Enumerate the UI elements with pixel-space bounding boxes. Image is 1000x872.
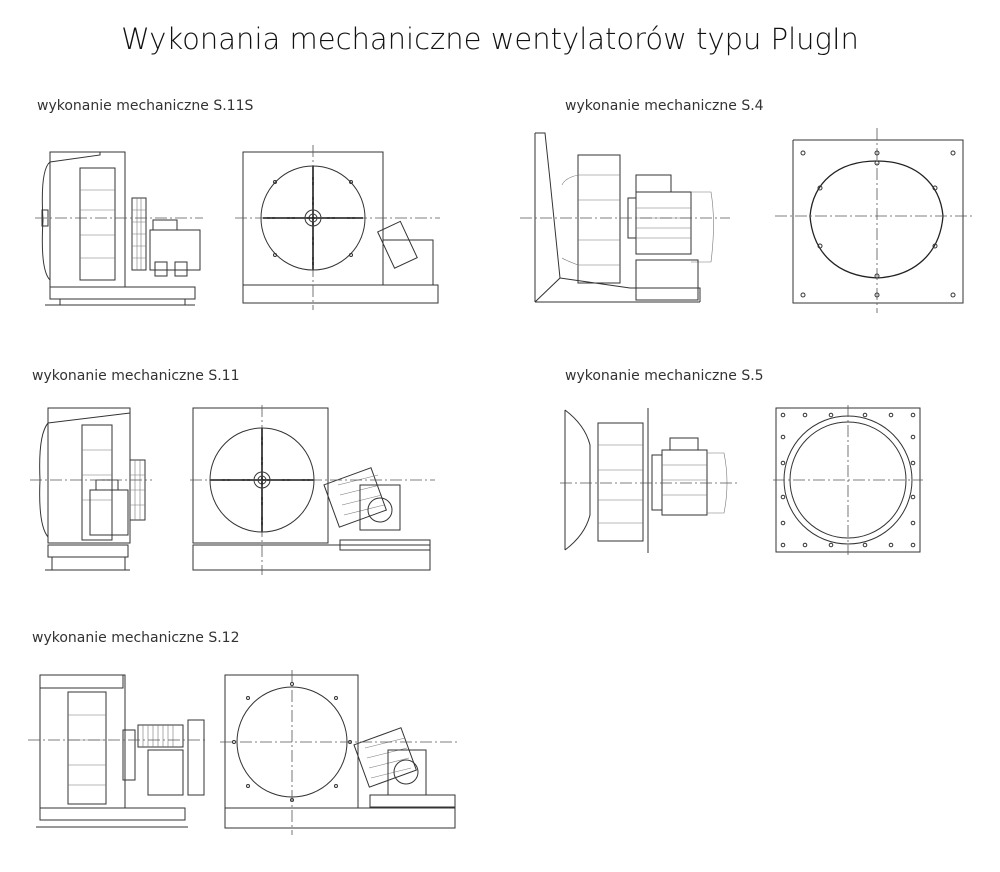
s11s-front-view-drawing (235, 145, 440, 310)
s4-front-view-drawing (775, 128, 973, 313)
s12-front-view-drawing (220, 670, 460, 835)
s5-front-view-drawing (773, 405, 923, 555)
s11s-side-view-drawing (35, 151, 203, 306)
s4-side-view-drawing (520, 132, 730, 303)
s12-side-view-drawing (28, 674, 208, 828)
variant-label-s5: wykonanie mechaniczne S.5 (565, 368, 764, 384)
variant-label-s12: wykonanie mechaniczne S.12 (32, 630, 240, 646)
variant-label-s11s: wykonanie mechaniczne S.11S (37, 98, 254, 114)
variant-label-s4: wykonanie mechaniczne S.4 (565, 98, 764, 114)
s5-side-view-drawing (560, 408, 738, 553)
s11-front-view-drawing (190, 405, 435, 575)
variant-label-s11: wykonanie mechaniczne S.11 (32, 368, 240, 384)
s11-side-view-drawing (30, 407, 152, 571)
page-title: Wykonania mechaniczne wentylatorów typu … (121, 22, 859, 56)
